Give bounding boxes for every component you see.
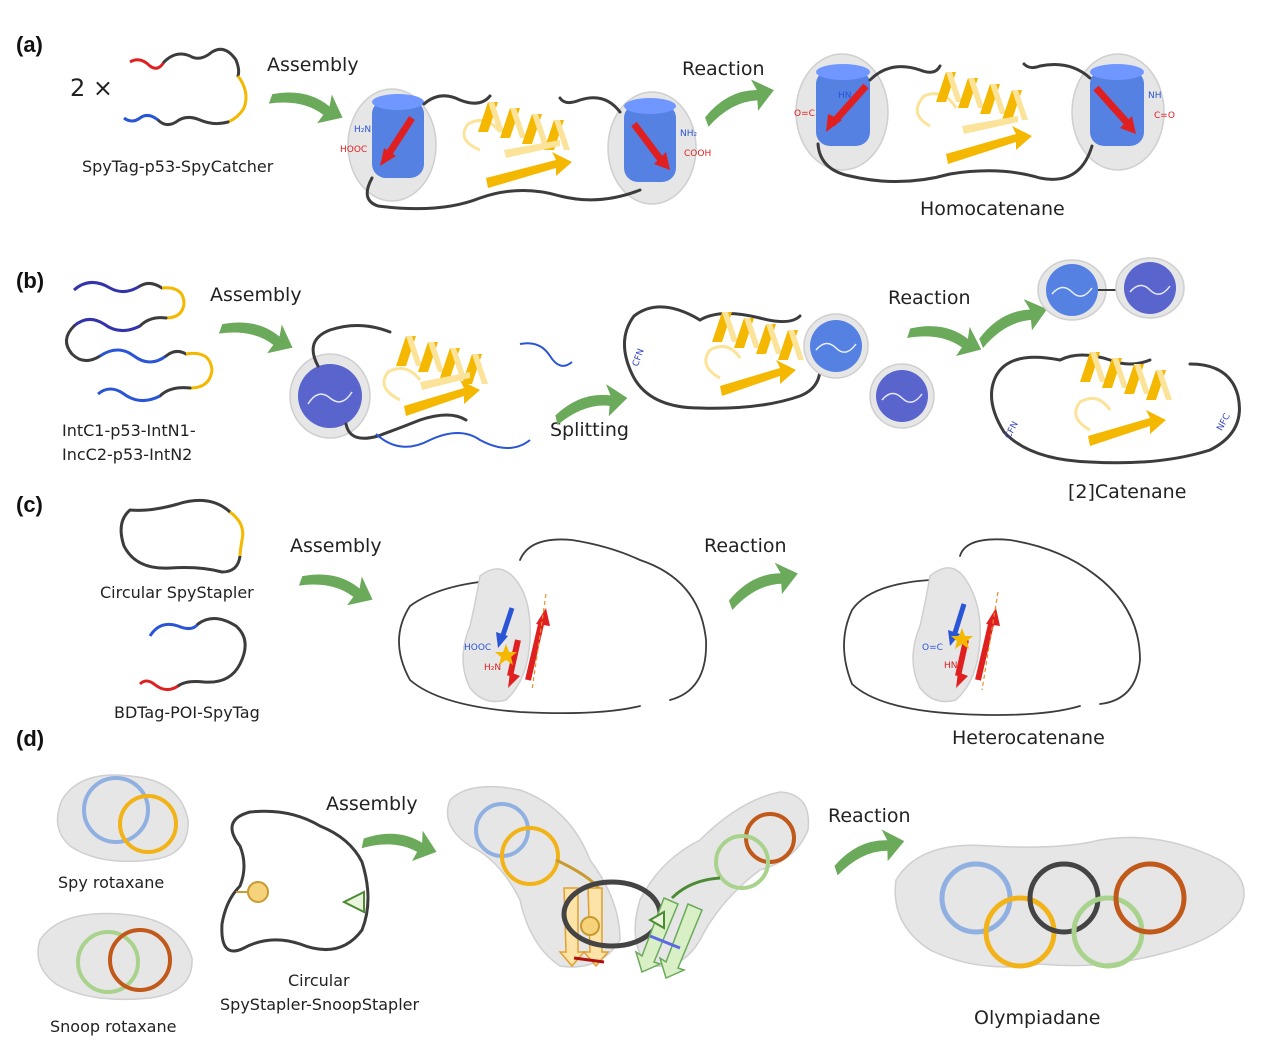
- hooc-terminus-a: HOOC: [340, 145, 367, 155]
- panel-label-c: (c): [16, 492, 43, 517]
- multiplier-label: 2 ×: [70, 74, 113, 102]
- product-homocatenane: Homocatenane: [920, 198, 1065, 220]
- homocatenane-a: HN O=C NH C=O: [794, 53, 1175, 184]
- spy-rotaxane: [56, 774, 189, 863]
- panel-b: (b) IntC1-p53-IntN1- IncC2-p53-IntN2 Ass…: [16, 257, 1241, 503]
- precursor-c1: Circular SpyStapler: [100, 583, 254, 602]
- precursor-b-line2: IncC2-p53-IntN2: [62, 445, 192, 464]
- step-reaction-c: Reaction: [704, 535, 787, 557]
- spytag-p53-spycatcher-chain: [123, 47, 248, 127]
- assembly-arrow-a: [268, 75, 349, 131]
- oc-terminus-a: O=C: [794, 109, 815, 119]
- intc1-p53-intn1-chain: [65, 281, 214, 402]
- olympiadane: [894, 836, 1245, 969]
- precursor-d-line2: SpyStapler-SnoopStapler: [220, 995, 420, 1014]
- assembled-b: [289, 324, 573, 449]
- hooc-terminus-c: HOOC: [464, 643, 491, 653]
- cfn-label-b2: CFN: [1003, 420, 1020, 441]
- co-terminus-a: C=O: [1154, 111, 1175, 121]
- panel-label-b: (b): [16, 268, 44, 293]
- precursor-b-line1: IntC1-p53-IntN1-: [62, 421, 196, 440]
- step-assembly-b: Assembly: [210, 284, 302, 306]
- assembled-dimer-a: H₂N HOOC NH₂ COOH: [340, 88, 711, 211]
- precursor-c2: BDTag-POI-SpyTag: [114, 703, 260, 722]
- h2n-terminus-c: H₂N: [484, 663, 501, 673]
- reaction-arrow-a: [698, 73, 779, 129]
- nh-terminus-a: NH: [1148, 91, 1162, 101]
- precursor-label-a: SpyTag-p53-SpyCatcher: [82, 157, 274, 176]
- assembled-c: HOOC H₂N: [398, 538, 707, 715]
- panel-label-a: (a): [16, 32, 43, 57]
- product-heterocatenane: Heterocatenane: [952, 727, 1105, 749]
- assembled-d: [446, 785, 810, 980]
- assembly-arrow-c: [298, 557, 379, 613]
- step-assembly-a: Assembly: [267, 54, 359, 76]
- catenane-product-b: CFN NFC: [990, 257, 1241, 465]
- heterocatenane-c: O=C HN: [843, 538, 1141, 716]
- panel-c: (c) Circular SpyStapler BDTag-POI-SpyTag…: [16, 492, 1141, 749]
- precursor-d-line1: Circular: [288, 971, 350, 990]
- panel-label-d: (d): [16, 726, 44, 751]
- step-reaction-a: Reaction: [682, 58, 765, 80]
- cooh-terminus-a: COOH: [684, 149, 711, 159]
- reaction-arrow-c: [722, 556, 803, 612]
- step-splitting-b: Splitting: [550, 419, 629, 441]
- panel-a: (a) 2 × SpyTag-p53-SpyCatcher Assembly H…: [16, 32, 1175, 220]
- rotaxane-label-spy: Spy rotaxane: [58, 873, 164, 892]
- split-intermediate-b: CFN: [622, 305, 935, 429]
- h2n-terminus-a: H₂N: [354, 125, 371, 135]
- bdtag-poi-spytag-chain: [138, 617, 247, 691]
- assembly-arrow-d: [361, 818, 441, 866]
- assembly-arrow-b: [218, 305, 299, 361]
- hn-terminus-a: HN: [838, 91, 852, 101]
- reaction-arrow-b2: [906, 309, 987, 363]
- nfc-label-b: NFC: [1215, 412, 1232, 433]
- panel-d: (d) Spy rotaxane Snoop rotaxane Circular…: [16, 726, 1245, 1036]
- product-2-catenane: [2]Catenane: [1068, 481, 1186, 503]
- oc-terminus-c: O=C: [922, 643, 943, 653]
- circular-spystapler-snoopstapler: [220, 809, 370, 953]
- rotaxane-label-snoop: Snoop rotaxane: [50, 1017, 176, 1036]
- cfn-label-b1: CFN: [631, 348, 647, 369]
- hn-terminus-c: HN: [944, 661, 958, 671]
- nh2-terminus-a: NH₂: [680, 129, 698, 139]
- step-assembly-c: Assembly: [290, 535, 382, 557]
- circular-spystapler-ring: [119, 498, 245, 574]
- snoop-rotaxane: [37, 912, 193, 1001]
- step-reaction-b: Reaction: [888, 287, 971, 309]
- step-reaction-d: Reaction: [828, 805, 911, 827]
- reaction-arrow-d: [828, 823, 909, 878]
- product-olympiadane: Olympiadane: [974, 1007, 1100, 1029]
- step-assembly-d: Assembly: [326, 793, 418, 815]
